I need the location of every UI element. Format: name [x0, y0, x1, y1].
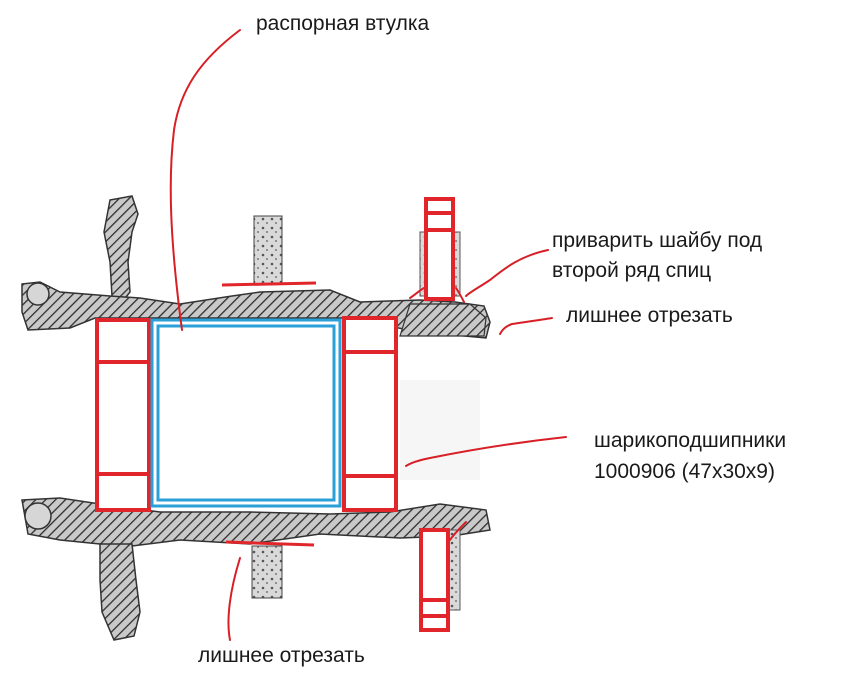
washer-bottom	[419, 528, 450, 632]
bearing-right	[342, 316, 398, 512]
leader-bearings	[405, 436, 567, 467]
label-bearings-line1: шарикоподшипники	[594, 429, 787, 452]
leader-washer-tick-right	[455, 287, 465, 303]
cut-line-bottom	[225, 540, 315, 547]
label-cut-excess-bottom: лишнее отрезать	[198, 644, 365, 667]
leader-spacer-sleeve	[169, 29, 241, 331]
label-weld-washer-line1: приварить шайбу под	[552, 229, 763, 252]
washer-top	[424, 197, 455, 301]
cut-line-top	[221, 281, 317, 287]
leader-washer-tick-left	[409, 287, 425, 299]
leader-cut-right	[499, 317, 553, 335]
bearing-left	[95, 318, 151, 512]
label-weld-washer-line2: второй ряд спиц	[552, 259, 712, 282]
bolt-bottom-left	[24, 502, 52, 530]
leader-washer-bottom	[449, 521, 467, 541]
leader-cut-bottom	[227, 557, 241, 641]
label-spacer-sleeve: распорная втулка	[256, 12, 430, 35]
label-bearings-line2: 1000906 (47x30x9)	[594, 460, 775, 483]
label-cut-excess-right: лишнее отрезать	[566, 304, 733, 327]
leader-weld-washer	[465, 249, 549, 297]
spacer-sleeve	[150, 318, 342, 508]
bolt-top-left	[26, 282, 50, 306]
